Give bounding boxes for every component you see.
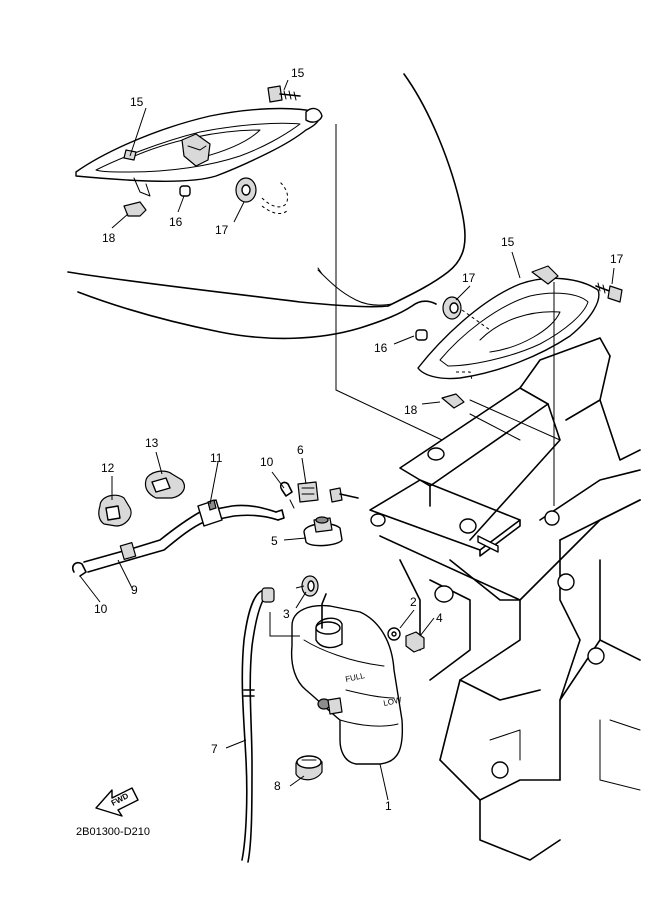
callout-15-lower: 16	[374, 341, 388, 355]
grommet-17-upper	[235, 177, 289, 214]
callout-15-upper: 16	[169, 215, 183, 229]
diagram-code: 2B01300-D210	[76, 826, 150, 838]
callout-2: 2	[410, 595, 417, 609]
callout-1: 1	[385, 799, 392, 813]
callout-14: 15	[130, 95, 144, 109]
callout-7: 7	[211, 742, 218, 756]
callout-16-lower: 17	[610, 252, 624, 266]
collar-15-upper	[179, 185, 191, 197]
grommet-3	[301, 575, 319, 597]
nut-4	[405, 631, 425, 653]
callout-labels: 15 15 16 17 18 15 17 17 16 18 13 11 6 10…	[94, 66, 624, 813]
callout-3: 3	[283, 607, 290, 621]
callout-10-right: 10	[260, 455, 274, 469]
hose-clamp-10-left	[71, 561, 87, 577]
callout-11: 11	[210, 451, 223, 465]
callout-8: 8	[274, 779, 281, 793]
hose-guide-12-right	[144, 470, 185, 499]
fwd-arrow-icon: FWD	[95, 787, 139, 817]
bolt-16-upper	[267, 85, 301, 103]
grommet-17-lower	[442, 296, 491, 331]
frame	[369, 337, 641, 861]
hose-clamp-10-right	[279, 481, 295, 509]
hose-guide-12-left	[98, 494, 132, 527]
tank-cap-5	[303, 516, 343, 547]
callout-12-left: 12	[101, 461, 115, 475]
overflow-hose-7	[241, 587, 275, 863]
collar-15-lower	[415, 329, 428, 341]
callout-10-left: 10	[94, 602, 108, 616]
callout-4: 4	[436, 611, 443, 625]
tank-label-low: LOW	[383, 695, 403, 708]
drain-cap-8	[295, 755, 323, 781]
washer-2	[387, 627, 401, 641]
frame-bolt	[329, 487, 359, 503]
callout-12-right: 13	[145, 436, 159, 450]
callout-17-lower: 17	[462, 271, 476, 285]
callout-6: 6	[297, 443, 304, 457]
clip-18-upper	[123, 201, 147, 217]
reservoir-tank	[290, 604, 404, 765]
clip-18-lower	[441, 393, 465, 409]
seat-outline	[67, 73, 466, 340]
callout-13: 15	[501, 235, 515, 249]
callout-17-upper: 17	[215, 223, 229, 237]
bolt-16-lower	[595, 282, 623, 303]
callout-18-lower: 18	[404, 403, 418, 417]
callout-9: 9	[131, 583, 138, 597]
left-side-cover	[75, 107, 323, 197]
callout-18-upper: 18	[102, 231, 116, 245]
right-side-cover	[417, 265, 600, 381]
callout-16-upper: 15	[291, 66, 305, 80]
tank-label-full: FULL	[345, 671, 367, 684]
leader-lines	[79, 79, 615, 801]
filler-tube	[321, 593, 327, 629]
callout-5: 5	[271, 534, 278, 548]
hose-fitting-6	[297, 481, 319, 503]
